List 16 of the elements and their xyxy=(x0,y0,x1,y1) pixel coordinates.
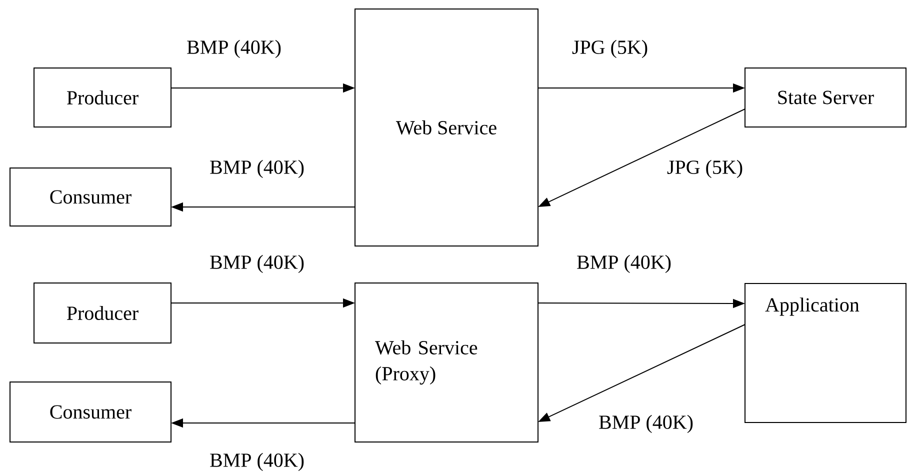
process-box: Consumer xyxy=(10,382,172,442)
edge-label: BMP (40K) xyxy=(187,40,281,58)
edge-label: BMP (40K) xyxy=(210,452,304,472)
process-box: State Server xyxy=(744,68,906,128)
process-box: Consumer xyxy=(10,168,172,226)
process-box: Application xyxy=(744,282,906,423)
edge-label: JPG (5K) xyxy=(667,160,742,178)
edge-label: JPG (5K) xyxy=(572,40,648,58)
process-box: Web Service xyxy=(354,8,538,246)
edge-label: BMP (40K) xyxy=(577,254,671,274)
edge-label: BMP (40K) xyxy=(599,414,693,434)
edge-label: BMP (40K) xyxy=(210,160,304,178)
edge-label: BMP (40K) xyxy=(210,254,304,274)
process-box: Producer xyxy=(34,282,172,344)
process-box: Producer xyxy=(34,68,172,128)
process-box: Web Service (Proxy) xyxy=(354,282,538,442)
